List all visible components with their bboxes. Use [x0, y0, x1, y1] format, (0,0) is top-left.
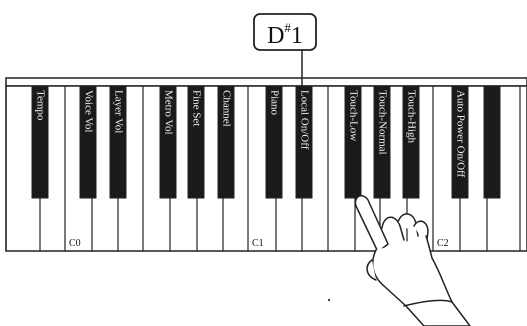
octave-label-c0: C0 — [69, 238, 81, 249]
black-key-label: Layer Vol — [112, 90, 124, 133]
black-key-label: Channel — [220, 90, 232, 127]
black-key: Channel — [218, 86, 234, 198]
callout-note: D — [267, 23, 284, 49]
black-key: Auto Power On/Off — [452, 86, 468, 198]
black-key — [484, 86, 500, 198]
black-key: Piano — [266, 86, 282, 198]
black-key-label: Auto Power On/Off — [454, 90, 466, 178]
note-callout: D#1 — [254, 14, 316, 86]
octave-label-c2: C2 — [437, 238, 449, 249]
black-key-label: Local On/Off — [298, 90, 310, 150]
black-key: Layer Vol — [110, 86, 126, 198]
black-key-label: Metro Vol — [162, 90, 174, 135]
stray-dot — [328, 299, 330, 301]
black-key-label: Fine Set — [190, 90, 202, 126]
black-key: Touch-High — [403, 86, 419, 198]
black-key: Tempo — [32, 86, 48, 198]
black-key-label: Tempo — [34, 90, 46, 121]
black-key-label: Touch-High — [405, 90, 417, 143]
keyboard: C0 C1 C2 Tempo Voice Vol Layer Vol Metro Vol F… — [6, 78, 527, 251]
black-key: Touch-Normal — [374, 86, 390, 198]
black-key: Metro Vol — [160, 86, 176, 198]
black-key: Fine Set — [188, 86, 204, 198]
black-key: Touch-Low — [345, 86, 361, 198]
black-key-label: Voice Vol — [82, 90, 94, 132]
black-key-label: Touch-Low — [347, 90, 359, 141]
octave-label-c1: C1 — [252, 238, 264, 249]
black-key-body — [484, 86, 500, 198]
black-key: Local On/Off — [296, 86, 312, 198]
keyboard-top-strip — [6, 78, 527, 86]
black-key-label: Piano — [268, 90, 280, 116]
black-key-label: Touch-Normal — [376, 90, 388, 155]
black-key: Voice Vol — [80, 86, 96, 198]
callout-octave: 1 — [291, 23, 303, 49]
